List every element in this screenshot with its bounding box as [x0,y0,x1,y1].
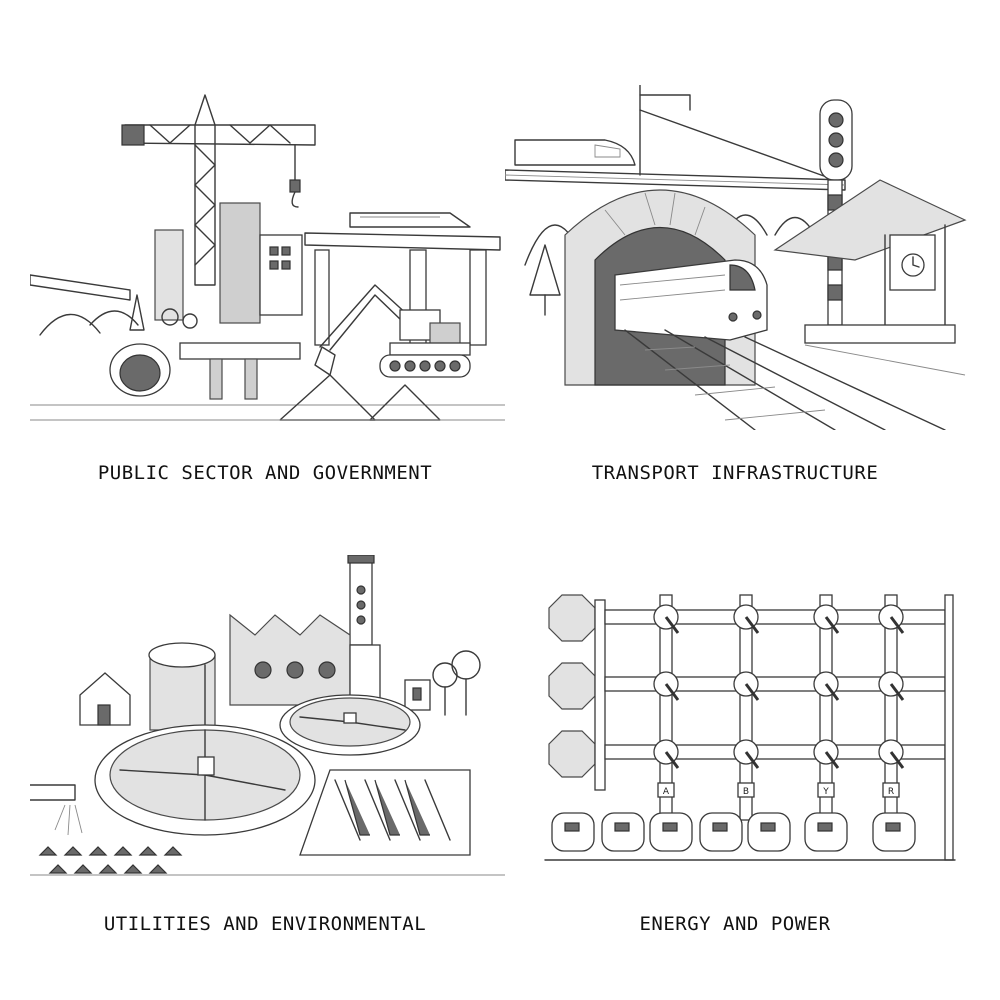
construction-site-illustration [30,85,505,430]
switch-label-b: B [743,787,749,797]
switch-label-a: A [663,787,670,797]
water-treatment-illustration [30,555,505,880]
railway-tunnel-illustration [505,85,970,430]
caption-transport: TRANSPORT INFRASTRUCTURE [591,462,879,484]
switch-label-r: R [888,787,894,797]
caption-energy: ENERGY AND POWER [639,913,831,935]
switch-label-y: Y [822,787,829,797]
switchgear-illustration: A B Y R [540,585,960,870]
caption-utilities: UTILITIES AND ENVIRONMENTAL [103,913,427,935]
caption-public-sector: PUBLIC SECTOR AND GOVERNMENT [97,462,433,484]
